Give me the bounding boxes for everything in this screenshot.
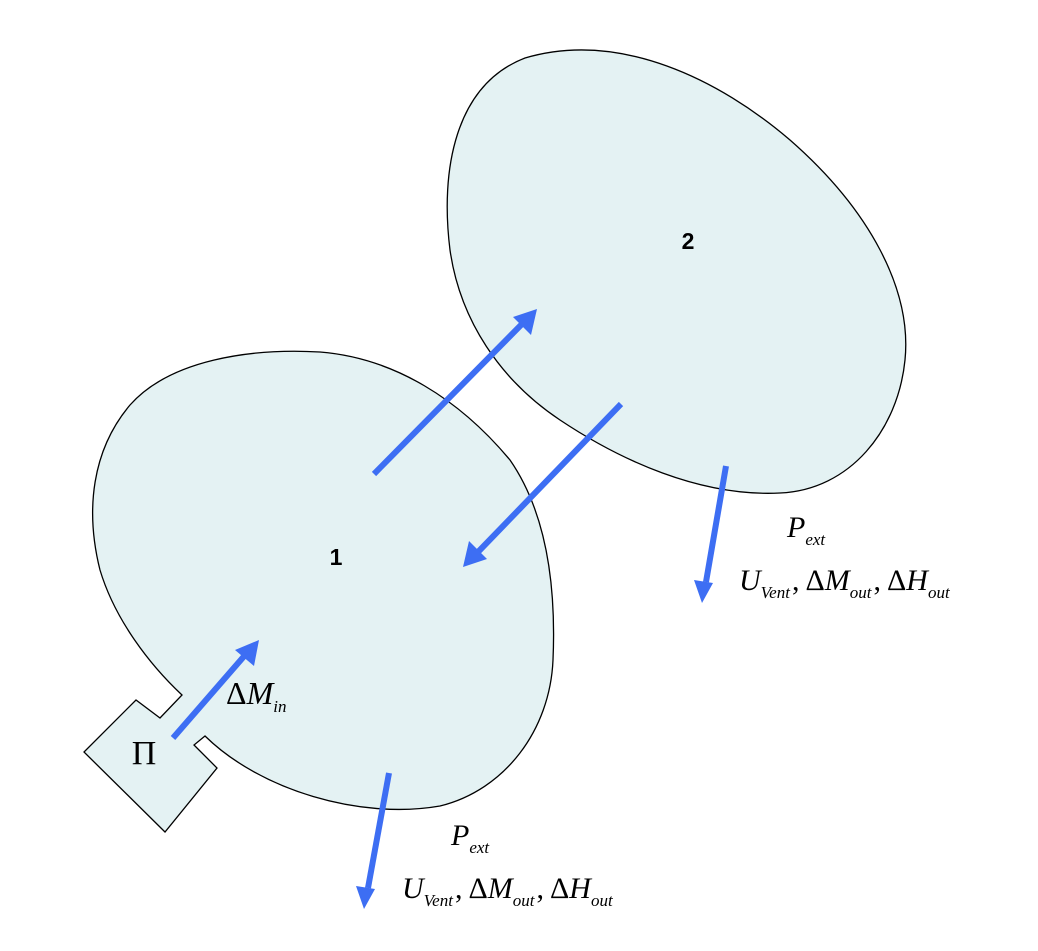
inlet-mass-label: ΔMin [226,675,286,716]
region-2-shape [446,49,907,494]
arrow-inlet [170,640,259,740]
r1-vent-symbol: U [402,872,426,905]
r1-pressure-subscript: ext [469,838,490,857]
arrow-outflow-region1 [356,772,392,909]
r1-enthalpy-subscript: out [591,891,614,910]
r2-vent-symbol: U [739,564,763,597]
arrow-out2-shaft [703,465,729,583]
r2-mass-subscript: out [850,583,873,602]
arrow-out1-head [356,886,375,909]
arrow-1-2-head [513,309,537,335]
arrow-inlet-shaft [170,652,249,740]
r2-separator-1: , [792,564,800,597]
r1-separator-1: , [455,872,463,905]
region-1-label: 1 [330,544,343,570]
arrow-out2-head [694,580,713,603]
r2-delta-m: Δ [805,564,824,597]
arrow-2-1-shaft [475,401,624,555]
arrow-2-1-head [463,541,487,567]
r1-delta-m: Δ [468,872,487,905]
inlet-delta-symbol: Δ [226,675,247,711]
r2-separator-2: , [873,564,881,597]
r2-pressure-subscript: ext [805,530,826,549]
r1-mass-subscript: out [513,891,536,910]
r2-vent-subscript: Vent [761,583,792,602]
r2-mass-symbol: M [824,564,852,597]
r1-mass-symbol: M [487,872,515,905]
r1-enthalpy-symbol: H [568,872,593,905]
r1-delta-h: Δ [550,872,569,905]
region1-pressure-label: Pext [450,819,490,857]
arrow-region2-to-region1 [463,401,624,567]
source-pi-symbol: Π [132,735,157,772]
arrow-outflow-region2 [694,465,729,603]
r2-delta-h: Δ [887,564,906,597]
r1-vent-subscript: Vent [424,891,455,910]
inlet-mass-subscript: in [273,697,286,716]
r2-enthalpy-subscript: out [928,583,951,602]
r1-pressure-symbol: P [450,819,469,852]
region2-outflow-terms: UVent,ΔMout,ΔHout [739,564,951,602]
region1-outflow-terms: UVent,ΔMout,ΔHout [402,872,614,910]
arrow-region1-to-region2 [371,309,537,477]
r2-pressure-symbol: P [786,511,805,544]
region2-pressure-label: Pext [786,511,826,549]
arrow-inlet-head [235,640,259,666]
arrow-1-2-shaft [371,321,525,477]
inlet-mass-symbol: M [246,675,276,711]
arrow-out1-shaft [365,772,392,889]
r2-enthalpy-symbol: H [905,564,930,597]
r1-separator-2: , [536,872,544,905]
region-2-label: 2 [682,228,695,254]
